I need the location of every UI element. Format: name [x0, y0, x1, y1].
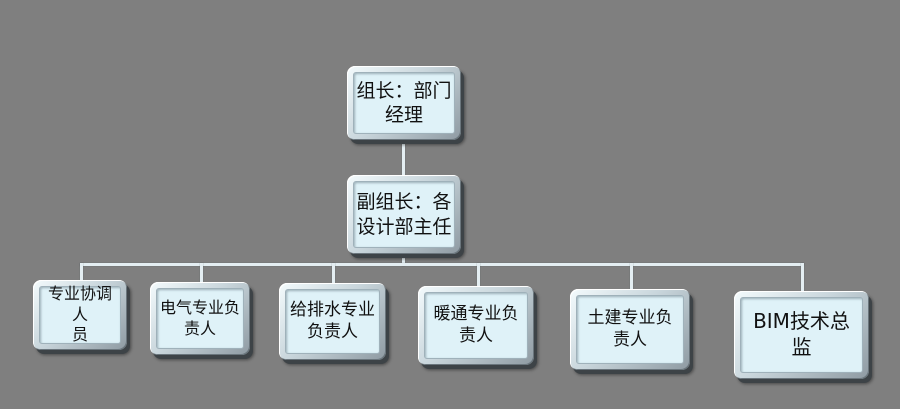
node-label-line2: 责人 [613, 329, 647, 350]
node-label-line2: 责人 [459, 325, 493, 346]
node-coordination-staff: 专业协调人 员 [33, 280, 127, 350]
node-civil-lead-face: 土建专业负 责人 [576, 295, 684, 364]
node-coordination-staff-face: 专业协调人 员 [39, 284, 121, 345]
node-hvac-lead-face: 暖通专业负 责人 [424, 292, 528, 359]
node-bim-director-face: BIM技术总 监 [740, 297, 863, 373]
node-label-line2: 经理 [384, 104, 423, 126]
node-deputy-leader-face: 副组长：各 设计部主任 [353, 181, 455, 248]
node-label-line1: 副组长：各 [356, 191, 452, 214]
node-bim-director: BIM技术总 监 [734, 291, 869, 379]
node-label-line1: 给排水专业 [290, 299, 375, 320]
node-label-line2: 员 [71, 325, 88, 345]
connector-bus-to-member-2 [200, 263, 203, 283]
connector-horizontal-bus [80, 263, 804, 266]
node-label-line2: 监 [791, 335, 812, 359]
node-label-line2: 设计部主任 [356, 215, 452, 238]
node-label-line1: BIM技术总 [753, 309, 850, 334]
connector-bus-to-member-6 [801, 263, 804, 291]
node-deputy-leader: 副组长：各 设计部主任 [347, 175, 461, 254]
connector-bus-to-member-4 [477, 263, 480, 286]
node-label-line1: 暖通专业负 [433, 303, 519, 324]
connector-bus-to-member-3 [332, 263, 335, 283]
node-plumbing-lead-face: 给排水专业 负责人 [285, 289, 380, 354]
node-label-line1: 电气专业负 [159, 298, 240, 318]
node-electrical-lead: 电气专业负 责人 [150, 282, 250, 355]
node-plumbing-lead: 给排水专业 负责人 [279, 283, 386, 360]
node-label-line1: 土建专业负 [587, 307, 673, 328]
node-group-leader-face: 组长：部门 经理 [353, 72, 455, 134]
node-civil-lead: 土建专业负 责人 [570, 289, 690, 370]
connector-deputy-to-bus [402, 254, 405, 266]
node-label-line1: 专业协调人 [47, 284, 112, 324]
node-hvac-lead: 暖通专业负 责人 [418, 286, 534, 365]
node-label-line2: 责人 [183, 318, 216, 338]
connector-bus-to-member-1 [80, 263, 83, 281]
node-electrical-lead-face: 电气专业负 责人 [156, 288, 244, 349]
node-label-line2: 负责人 [307, 321, 358, 342]
connector-bus-to-member-5 [630, 263, 633, 289]
connector-root-to-deputy [402, 140, 405, 176]
node-label-line1: 组长：部门 [356, 79, 452, 102]
node-group-leader: 组长：部门 经理 [347, 66, 461, 140]
